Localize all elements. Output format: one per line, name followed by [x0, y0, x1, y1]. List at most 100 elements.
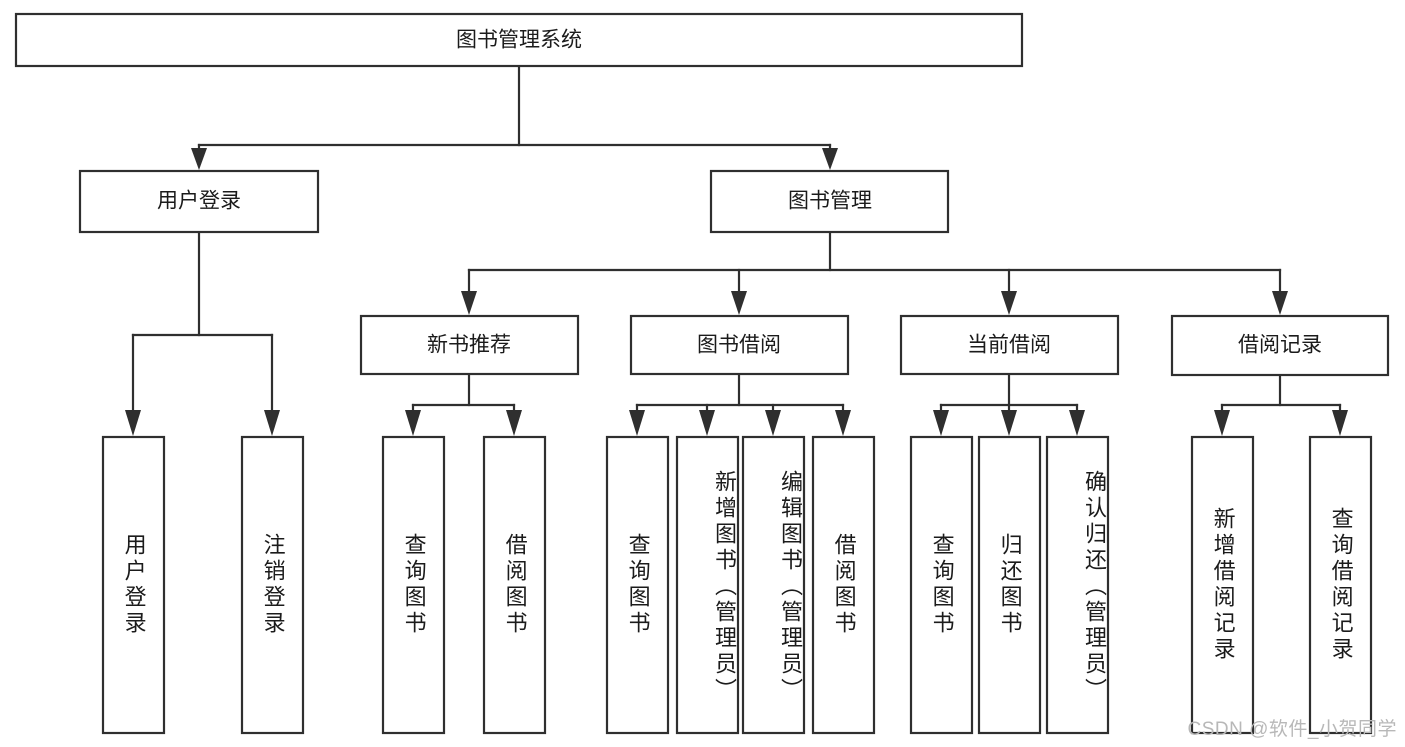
arrow-current-l3 [1069, 410, 1085, 436]
leaf-current-borrow-2-label: 归还图书 [997, 533, 1023, 637]
node-user-login[interactable]: 用户登录 [78, 169, 320, 234]
node-user-login-label: 用户登录 [157, 190, 241, 213]
arrow-root-to-bookmgmt [822, 148, 838, 170]
leaf-current-borrow-1-label: 查询图书 [929, 533, 955, 637]
node-borrow-record[interactable]: 借阅记录 [1170, 314, 1390, 377]
leaf-user-login-2-box[interactable] [240, 435, 305, 735]
arrow-bookmgmt-c2 [731, 291, 747, 315]
leaf-new-book-1-label: 查询图书 [401, 533, 427, 637]
connector-group-current [933, 372, 1085, 436]
arrow-root-to-userlogin [191, 148, 207, 170]
leaf-user-login-1-textwrap: 用户登录 [121, 533, 147, 637]
leaf-borrow-record-1-textwrap: 新增借阅记录 [1210, 507, 1236, 663]
leaf-book-borrow-4-label: 借阅图书 [831, 533, 857, 637]
node-user-login-box[interactable] [78, 169, 320, 234]
leaf-book-borrow-1[interactable]: 查询图书 [605, 435, 670, 735]
connector-group-newbook [405, 372, 522, 436]
leaf-new-book-2-label: 借阅图书 [502, 533, 528, 637]
leaf-book-borrow-2-label: 新增图书（管理员） [712, 470, 737, 704]
leaf-book-borrow-3-textwrap: 编辑图书（管理员） [778, 470, 803, 704]
arrow-borrow-l1 [629, 410, 645, 436]
arrow-bookmgmt-c3 [1001, 291, 1017, 315]
leaf-current-borrow-3-box[interactable] [1045, 435, 1110, 735]
node-current-borrow-label: 当前借阅 [967, 334, 1051, 357]
connector-group-record [1214, 373, 1348, 436]
arrow-newbook-l2 [506, 410, 522, 436]
leaf-new-book-2-box[interactable] [482, 435, 547, 735]
leaf-book-borrow-3[interactable]: 编辑图书（管理员） [741, 435, 806, 735]
leaf-current-borrow-3-label: 确认归还（管理员） [1082, 470, 1107, 704]
node-book-borrow[interactable]: 图书借阅 [629, 314, 850, 376]
leaf-book-borrow-2-textwrap: 新增图书（管理员） [712, 470, 737, 704]
leaf-current-borrow-1-textwrap: 查询图书 [929, 533, 955, 637]
connector-group-userlogin [125, 230, 280, 436]
leaf-current-borrow-1-box[interactable] [909, 435, 974, 735]
leaf-book-borrow-3-label: 编辑图书（管理员） [778, 470, 803, 704]
node-root-label: 图书管理系统 [456, 29, 582, 52]
arrow-record-l2 [1332, 410, 1348, 436]
leaf-book-borrow-1-label: 查询图书 [625, 533, 651, 637]
leaf-book-borrow-4-box[interactable] [811, 435, 876, 735]
leaf-borrow-record-2[interactable]: 查询借阅记录 [1308, 435, 1373, 735]
node-book-borrow-label: 图书借阅 [697, 334, 781, 357]
arrow-current-l2 [1001, 410, 1017, 436]
arrow-newbook-l1 [405, 410, 421, 436]
node-book-management-label: 图书管理 [788, 190, 872, 213]
arrow-borrow-l2 [699, 410, 715, 436]
node-book-management-box[interactable] [709, 169, 950, 234]
leaf-current-borrow-3[interactable]: 确认归还（管理员） [1045, 435, 1110, 735]
leaf-new-book-1-textwrap: 查询图书 [401, 533, 427, 637]
leaf-new-book-1-box[interactable] [381, 435, 446, 735]
leaf-book-borrow-4[interactable]: 借阅图书 [811, 435, 876, 735]
leaf-book-borrow-1-box[interactable] [605, 435, 670, 735]
leaf-current-borrow-2[interactable]: 归还图书 [977, 435, 1042, 735]
arrow-record-l1 [1214, 410, 1230, 436]
leaf-user-login-2-label: 注销登录 [260, 533, 286, 637]
leaf-user-login-1[interactable]: 用户登录 [101, 435, 166, 735]
leaf-current-borrow-3-textwrap: 确认归还（管理员） [1082, 470, 1107, 704]
arrow-borrow-l3 [765, 410, 781, 436]
leaf-current-borrow-2-textwrap: 归还图书 [997, 533, 1023, 637]
node-new-book-recommend-label: 新书推荐 [427, 334, 511, 357]
arrow-bookmgmt-c1 [461, 291, 477, 315]
leaf-borrow-record-2-box[interactable] [1308, 435, 1373, 735]
leaf-user-login-1-label: 用户登录 [121, 533, 147, 637]
arrow-current-l1 [933, 410, 949, 436]
node-root-box[interactable] [14, 12, 1024, 68]
leaf-borrow-record-1-label: 新增借阅记录 [1210, 507, 1236, 663]
leaf-book-borrow-2[interactable]: 新增图书（管理员） [675, 435, 740, 735]
arrow-borrow-l4 [835, 410, 851, 436]
leaf-new-book-2[interactable]: 借阅图书 [482, 435, 547, 735]
csdn-watermark: CSDN @软件_小贺同学 [1187, 719, 1397, 740]
leaf-user-login-2[interactable]: 注销登录 [240, 435, 305, 735]
leaf-book-borrow-3-box[interactable] [741, 435, 806, 735]
leaf-new-book-1[interactable]: 查询图书 [381, 435, 446, 735]
leaf-borrow-record-1[interactable]: 新增借阅记录 [1190, 435, 1255, 735]
node-book-borrow-box[interactable] [629, 314, 850, 376]
arrow-userlogin-leaf1 [125, 410, 141, 436]
leaf-user-login-1-box[interactable] [101, 435, 166, 735]
leaf-book-borrow-4-textwrap: 借阅图书 [831, 533, 857, 637]
leaf-book-borrow-2-box[interactable] [675, 435, 740, 735]
connector-group-bookmgmt [461, 230, 1288, 315]
node-new-book-recommend-box[interactable] [359, 314, 580, 376]
leaf-current-borrow-2-box[interactable] [977, 435, 1042, 735]
connector-group-root [191, 64, 838, 170]
node-new-book-recommend[interactable]: 新书推荐 [359, 314, 580, 376]
leaf-user-login-2-textwrap: 注销登录 [260, 533, 286, 637]
node-current-borrow-box[interactable] [899, 314, 1120, 376]
leaf-new-book-2-textwrap: 借阅图书 [502, 533, 528, 637]
arrow-bookmgmt-c4 [1272, 291, 1288, 315]
leaf-borrow-record-1-box[interactable] [1190, 435, 1255, 735]
leaf-borrow-record-2-label: 查询借阅记录 [1328, 507, 1354, 663]
connector-group-borrow [629, 372, 851, 436]
node-book-management[interactable]: 图书管理 [709, 169, 950, 234]
node-root[interactable]: 图书管理系统 [14, 12, 1024, 68]
leaf-current-borrow-1[interactable]: 查询图书 [909, 435, 974, 735]
node-current-borrow[interactable]: 当前借阅 [899, 314, 1120, 376]
arrow-userlogin-leaf2 [264, 410, 280, 436]
leaf-book-borrow-1-textwrap: 查询图书 [625, 533, 651, 637]
node-borrow-record-box[interactable] [1170, 314, 1390, 377]
